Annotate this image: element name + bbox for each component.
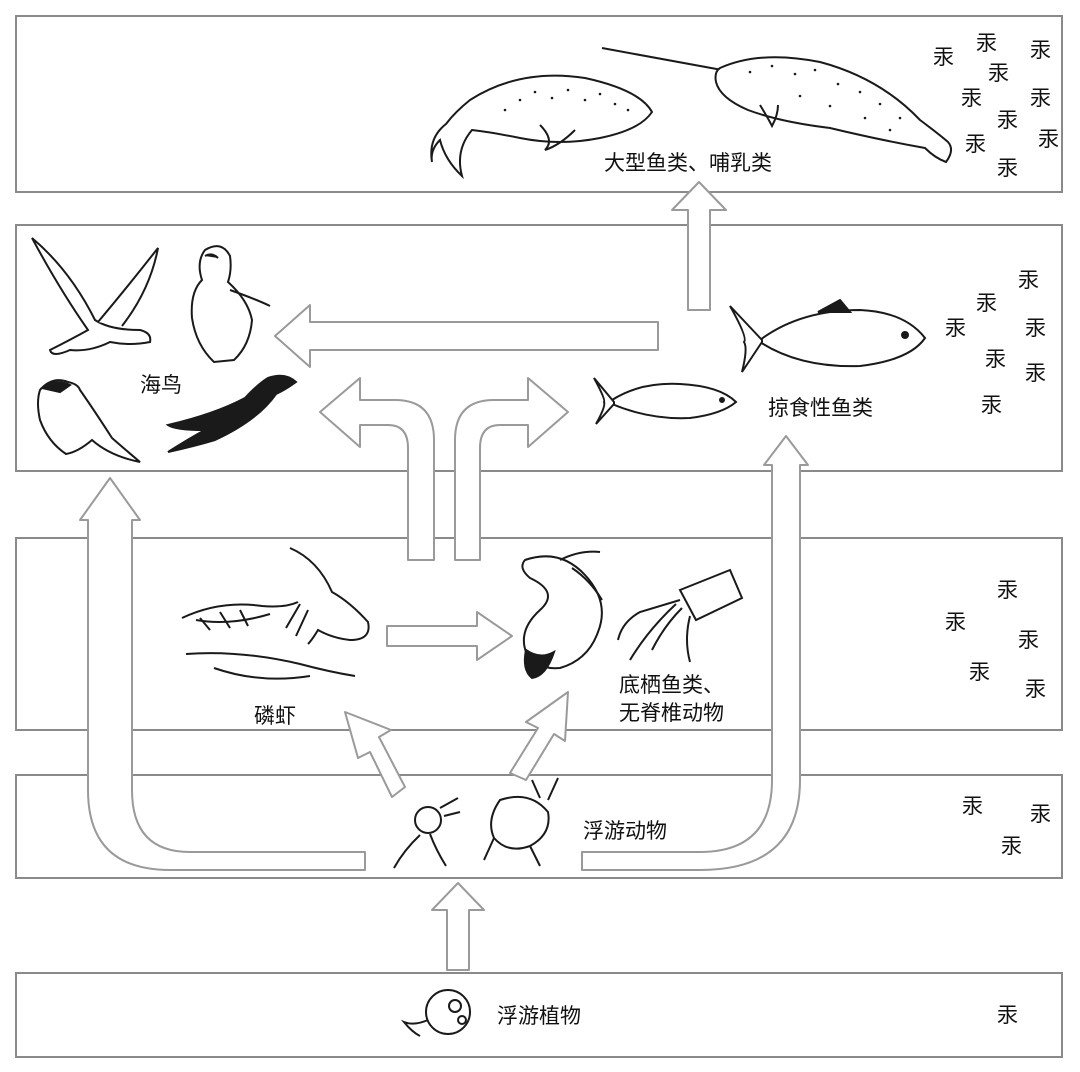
arrow-zoo-to-predatory-fish	[581, 435, 809, 871]
humpback-whale-illustration	[430, 74, 654, 180]
arrow-zoo-to-seabirds	[79, 477, 366, 871]
mercury-symbol: 汞	[976, 291, 997, 315]
arrow-phyto-to-zoo	[431, 882, 485, 971]
mercury-symbol: 汞	[945, 316, 966, 340]
mercury-symbol: 汞	[1025, 677, 1046, 701]
mercury-symbol: 汞	[933, 45, 954, 69]
label-seabirds: 海鸟	[140, 373, 182, 397]
mercury-symbol: 汞	[997, 156, 1018, 180]
tern-illustration	[37, 379, 141, 463]
mercury-symbol: 汞	[985, 347, 1006, 371]
mercury-symbol: 汞	[1025, 316, 1046, 340]
arrow-krill-to-small-fish	[454, 377, 569, 561]
mercury-symbol: 汞	[997, 108, 1018, 132]
label-benthic-line2: 无脊椎动物	[619, 701, 724, 725]
tuna-small-illustration	[593, 377, 738, 425]
mercury-symbol: 汞	[969, 660, 990, 684]
mercury-symbol: 汞	[965, 132, 986, 156]
label-large-fish-mammals: 大型鱼类、哺乳类	[604, 151, 772, 175]
mercury-symbol: 汞	[961, 86, 982, 110]
mercury-symbol: 汞	[1030, 86, 1051, 110]
phytoplankton-illustration	[400, 989, 471, 1037]
narwhal-illustration	[601, 47, 952, 164]
squid-illustration	[617, 568, 744, 663]
arrow-krill-to-seabirds	[319, 377, 435, 561]
black-tern-illustration	[165, 374, 298, 453]
mercury-symbol: 汞	[945, 610, 966, 634]
mercury-symbol: 汞	[1018, 268, 1039, 292]
mercury-symbol: 汞	[1025, 361, 1046, 385]
label-benthic-line1: 底栖鱼类、	[619, 673, 724, 697]
mercury-symbol: 汞	[981, 393, 1002, 417]
zooplankton-illustration	[393, 777, 559, 869]
arrow-krill-to-benthic	[386, 611, 513, 661]
mercury-symbol: 汞	[997, 1003, 1018, 1027]
label-predatory-fish: 掠食性鱼类	[768, 396, 873, 420]
tuna-large-illustration	[729, 298, 927, 373]
mercury-symbol: 汞	[976, 31, 997, 55]
arrow-fish-to-seabirds	[274, 304, 659, 368]
penguin-illustration	[190, 245, 271, 364]
label-krill: 磷虾	[254, 704, 296, 728]
label-zooplankton: 浮游动物	[583, 819, 667, 843]
mercury-symbol: 汞	[988, 61, 1009, 85]
arrow-fish-to-mammals	[671, 181, 727, 311]
mercury-symbol: 汞	[1038, 127, 1059, 151]
krill-illustration	[181, 547, 370, 680]
mercury-symbol: 汞	[997, 578, 1018, 602]
mercury-symbol: 汞	[1018, 628, 1039, 652]
mercury-symbol: 汞	[1030, 38, 1051, 62]
tier-phytoplankton	[15, 972, 1063, 1058]
mercury-symbol: 汞	[1030, 802, 1051, 826]
anglerfish-illustration	[521, 550, 603, 680]
mercury-symbol: 汞	[962, 794, 983, 818]
arrow-zoo-to-krill	[344, 711, 406, 798]
mercury-symbol: 汞	[1001, 834, 1022, 858]
gull-illustration	[31, 237, 159, 355]
arrow-zoo-to-benthic	[509, 691, 569, 781]
label-phytoplankton: 浮游植物	[497, 1004, 581, 1028]
